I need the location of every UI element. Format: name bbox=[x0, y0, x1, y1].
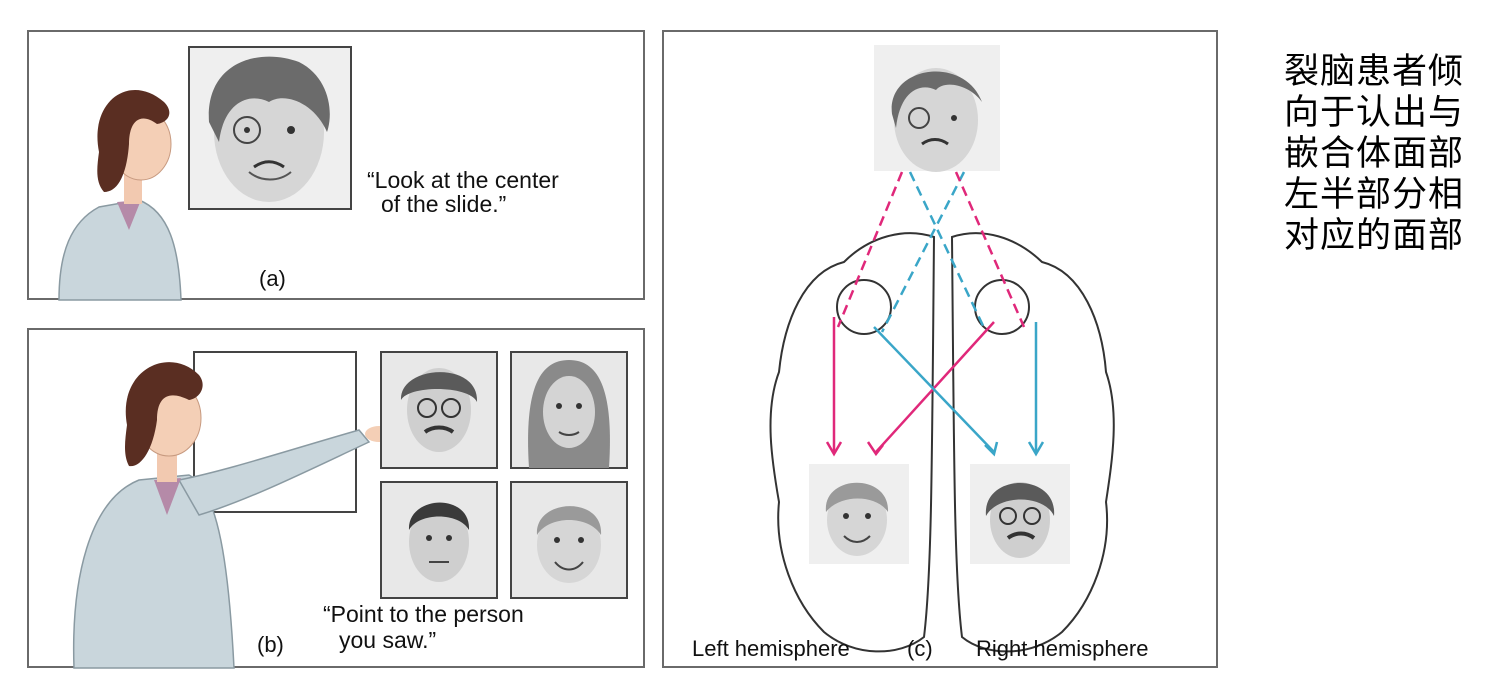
instruction-quote-line2: of the slide.” bbox=[381, 191, 507, 217]
left-hemisphere-outline bbox=[769, 232, 936, 653]
instruction-quote-line1: “Look at the center bbox=[367, 167, 559, 193]
panel-b: “Point to the person you saw.” (b) bbox=[27, 328, 645, 669]
optic-paths-dashed bbox=[836, 171, 1026, 333]
right-visual-cortex bbox=[974, 279, 1030, 335]
panel-b-label: (b) bbox=[257, 632, 284, 657]
right-hemisphere-outline bbox=[950, 232, 1115, 653]
face-choice-man-short-hair bbox=[380, 481, 498, 599]
side-caption: 裂脑患者倾向于认出与嵌合体面部左半部分相对应的面部 bbox=[1284, 52, 1465, 256]
face-choice-child bbox=[510, 481, 628, 599]
panel-a-illustration bbox=[58, 46, 352, 301]
instruction-quote-line2: you saw.” bbox=[339, 627, 437, 653]
panel-c-label: (c) bbox=[907, 636, 933, 661]
panel-b-illustration bbox=[72, 351, 628, 669]
instruction-quote-line1: “Point to the person bbox=[323, 601, 524, 627]
output-arrows bbox=[825, 317, 1045, 457]
brain-diagram bbox=[769, 45, 1115, 653]
researcher-figure-a bbox=[58, 90, 182, 301]
panel-a-label: (a) bbox=[259, 266, 286, 291]
right-hemisphere-label: Right hemisphere bbox=[976, 636, 1149, 661]
left-visual-cortex bbox=[836, 279, 892, 335]
left-perceived-face-child bbox=[809, 464, 909, 564]
researcher-figure-b bbox=[72, 362, 393, 669]
right-perceived-face-man bbox=[970, 464, 1070, 564]
left-hemisphere-label: Left hemisphere bbox=[692, 636, 850, 661]
panel-c: Left hemisphere (c) Right hemisphere bbox=[662, 30, 1218, 668]
panel-a: “Look at the center of the slide.” (a) bbox=[27, 30, 645, 301]
face-choice-man-glasses bbox=[380, 351, 498, 469]
chimeric-face-a bbox=[208, 56, 330, 202]
face-choice-woman bbox=[510, 351, 628, 469]
chimeric-face-c bbox=[874, 45, 1000, 172]
